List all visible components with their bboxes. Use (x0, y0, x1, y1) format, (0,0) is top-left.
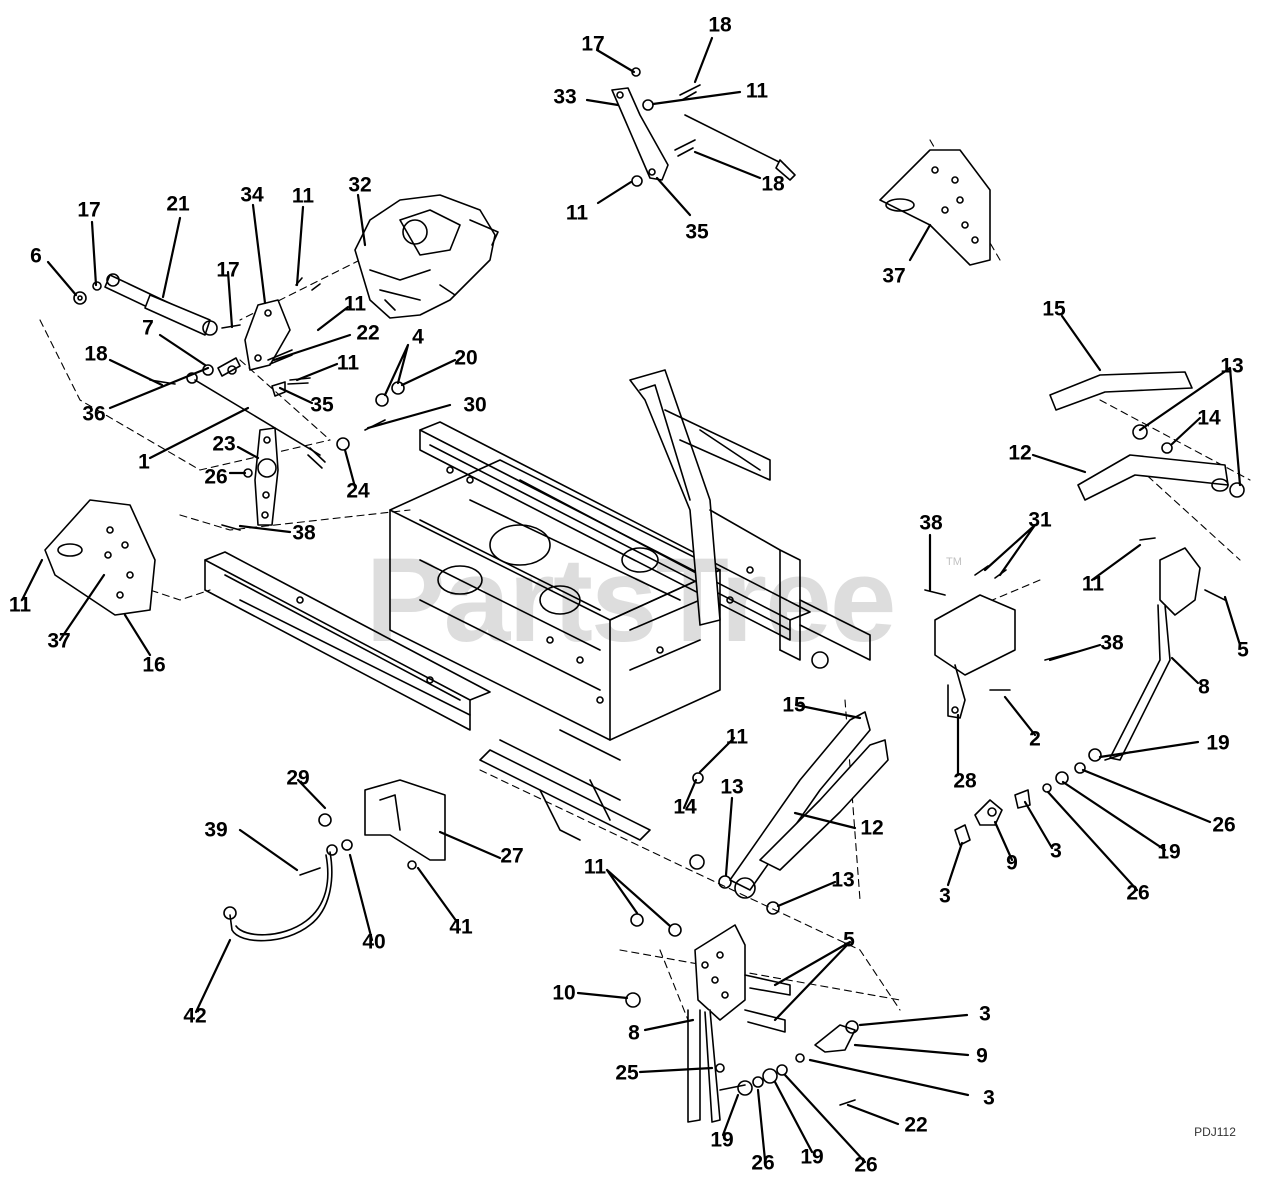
callout-11: 11 (583, 855, 607, 879)
callout-38: 38 (1100, 631, 1124, 655)
callout-19: 19 (1157, 840, 1181, 864)
callout-11: 11 (1081, 572, 1105, 596)
lower-tubes (689, 711, 889, 915)
callout-18: 18 (708, 13, 732, 37)
callout-28: 28 (953, 769, 977, 793)
callout-3: 3 (983, 1086, 995, 1110)
callout-11: 11 (336, 351, 360, 375)
callout-18: 18 (761, 172, 785, 196)
callout-15: 15 (1042, 297, 1066, 321)
callout-19: 19 (710, 1128, 734, 1152)
callout-37: 37 (47, 629, 71, 653)
callout-8: 8 (628, 1021, 640, 1045)
callout-14: 14 (673, 795, 697, 819)
callout-2: 2 (1029, 727, 1041, 751)
callout-12: 12 (860, 816, 884, 840)
callout-38: 38 (292, 521, 316, 545)
callout-22: 22 (904, 1113, 928, 1137)
callout-7: 7 (142, 316, 154, 340)
callout-15: 15 (782, 693, 806, 717)
callout-11: 11 (745, 79, 769, 103)
callout-30: 30 (463, 393, 487, 417)
upper-tubes (1049, 371, 1245, 501)
callout-20: 20 (454, 346, 478, 370)
callout-11: 11 (343, 292, 367, 316)
callout-5: 5 (1237, 638, 1249, 662)
callout-11: 11 (8, 593, 32, 617)
callout-11: 11 (565, 201, 589, 225)
callout-22: 22 (356, 321, 380, 345)
callout-35: 35 (685, 220, 709, 244)
callout-13: 13 (1220, 354, 1244, 378)
callout-26: 26 (854, 1153, 878, 1177)
callout-31: 31 (1028, 508, 1052, 532)
callout-5: 5 (843, 928, 855, 952)
callout-9: 9 (1006, 851, 1018, 875)
callout-35: 35 (310, 393, 334, 417)
callout-26: 26 (204, 465, 228, 489)
callout-40: 40 (362, 930, 386, 954)
callout-3: 3 (979, 1002, 991, 1026)
callout-42: 42 (183, 1004, 207, 1028)
main-frame (204, 369, 871, 841)
callout-24: 24 (346, 479, 370, 503)
left-linkage (73, 273, 405, 469)
lower-pedal-8 (625, 913, 859, 1123)
callout-29: 29 (286, 766, 310, 790)
callout-32: 32 (348, 173, 372, 197)
partstree-watermark: PartsTree (365, 533, 896, 667)
bracket-37 (44, 149, 991, 616)
callout-17: 17 (216, 258, 240, 282)
leader-lines (20, 36, 1242, 1164)
callout-26: 26 (751, 1151, 775, 1175)
callout-37: 37 (882, 264, 906, 288)
callout-17: 17 (77, 198, 101, 222)
callout-13: 13 (720, 775, 744, 799)
right-bracket-28 (924, 565, 1076, 719)
watermark-trademark: TM (946, 556, 962, 568)
right-small-parts (954, 748, 1102, 846)
callout-19: 19 (800, 1145, 824, 1169)
callout-33: 33 (553, 85, 577, 109)
callout-34: 34 (240, 183, 264, 207)
callout-26: 26 (1126, 881, 1150, 905)
callout-39: 39 (204, 818, 228, 842)
callout-1: 1 (138, 450, 150, 474)
callout-16: 16 (142, 653, 166, 677)
callout-3: 3 (1050, 839, 1062, 863)
upper-linkage (611, 67, 796, 187)
callout-38: 38 (919, 511, 943, 535)
transmission (354, 194, 499, 319)
right-pedal-8 (1104, 537, 1226, 761)
drawing-code: PDJ112 (1194, 1125, 1236, 1139)
callout-12: 12 (1008, 441, 1032, 465)
callout-11: 11 (291, 184, 315, 208)
callout-41: 41 (449, 915, 473, 939)
callout-14: 14 (1197, 406, 1221, 430)
callout-26: 26 (1212, 813, 1236, 837)
callout-8: 8 (1198, 675, 1210, 699)
callout-9: 9 (976, 1044, 988, 1068)
lower-bracket-27 (299, 779, 446, 876)
callout-11: 11 (725, 725, 749, 749)
callout-19: 19 (1206, 731, 1230, 755)
callout-10: 10 (552, 981, 576, 1005)
bracket-23 (221, 427, 279, 531)
callout-17: 17 (581, 32, 605, 56)
callout-25: 25 (615, 1061, 639, 1085)
cable-42 (223, 851, 333, 942)
callout-18: 18 (84, 342, 108, 366)
callout-3: 3 (939, 884, 951, 908)
callout-23: 23 (212, 432, 236, 456)
callout-21: 21 (166, 192, 190, 216)
callout-13: 13 (831, 868, 855, 892)
callout-27: 27 (500, 844, 524, 868)
callout-36: 36 (82, 402, 106, 426)
callout-4: 4 (412, 325, 424, 349)
callout-6: 6 (30, 244, 42, 268)
